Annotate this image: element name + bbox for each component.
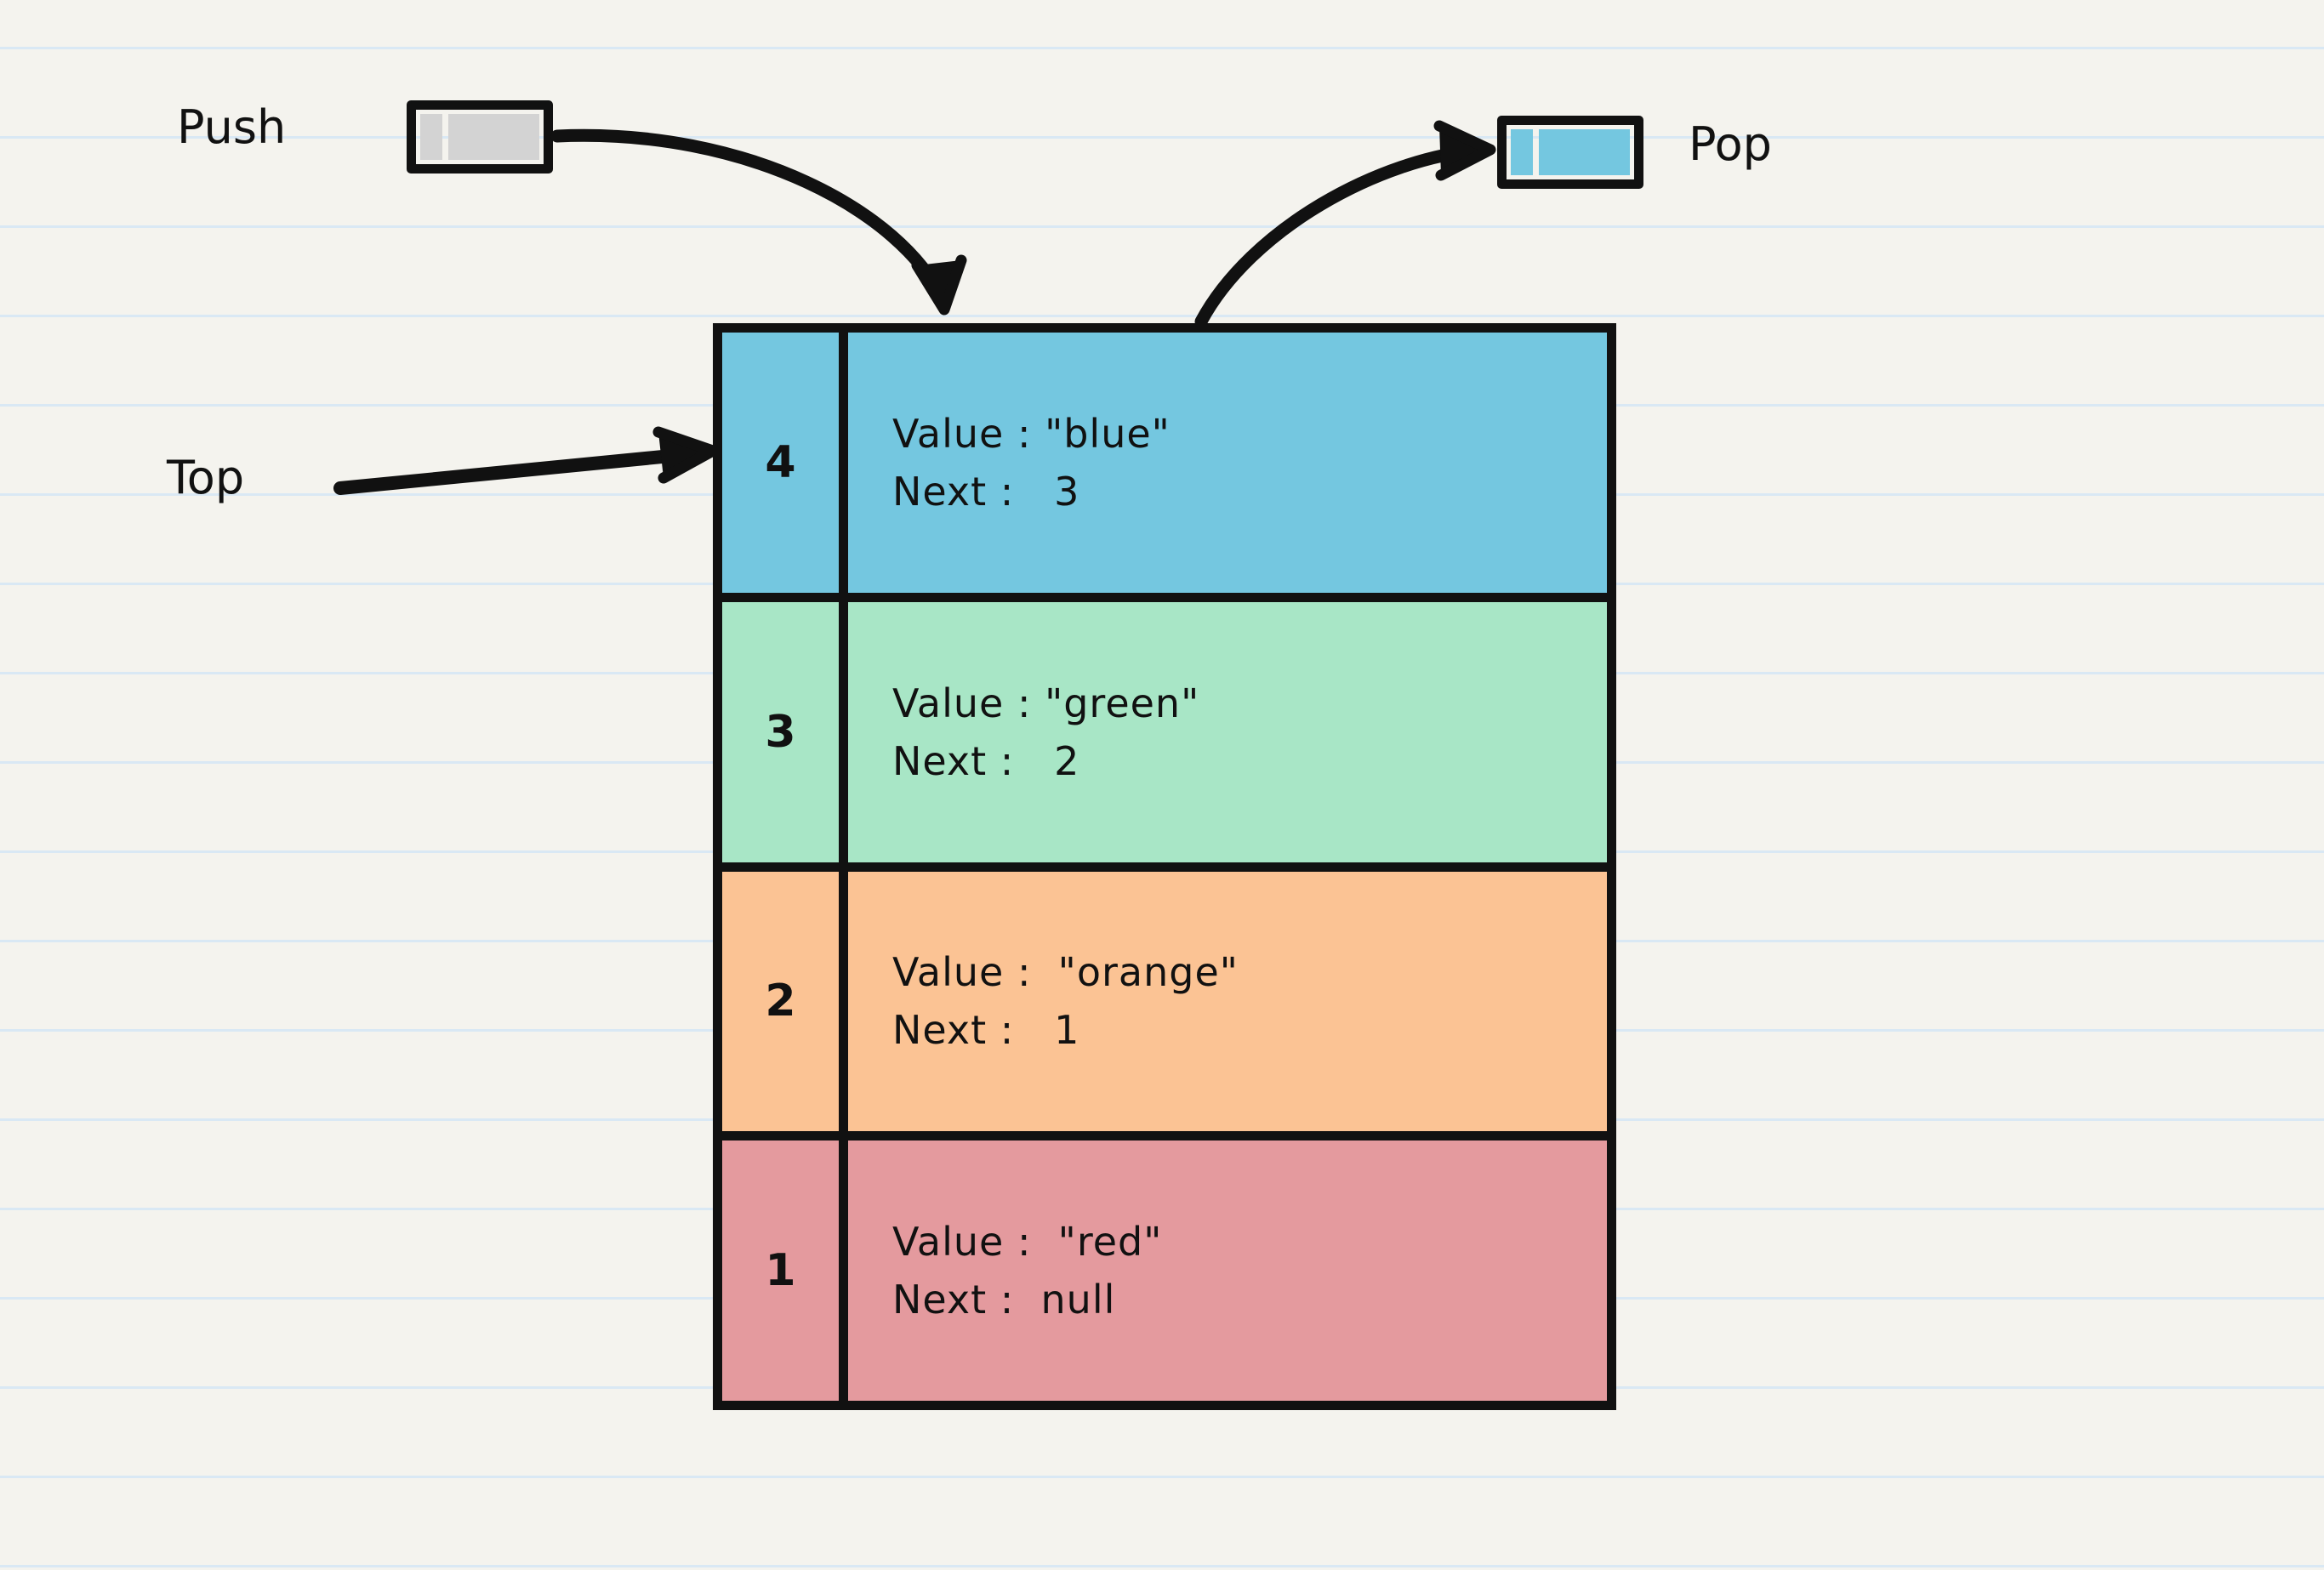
stack-row-next: Next : 3 — [892, 468, 1080, 515]
stack-row-index: 3 — [722, 601, 848, 862]
pop-label: Pop — [1689, 117, 1772, 171]
stack-row-index: 4 — [722, 333, 848, 593]
pop-arrow — [1194, 120, 1496, 328]
stack-row-value: Value : "red" — [892, 1219, 1163, 1266]
rule-line — [0, 1476, 2324, 1478]
stack-row-next: Next : 1 — [892, 1007, 1080, 1054]
stack-row-index: 2 — [722, 871, 848, 1132]
stack-row-value: Value : "green" — [892, 680, 1200, 726]
pop-node-value-segment — [1539, 129, 1630, 175]
stack-row[interactable]: 2 Value : "orange" Next : 1 — [722, 871, 1607, 1141]
stack-row-value: Value : "orange" — [892, 949, 1239, 996]
stack-row-index: 1 — [722, 1141, 848, 1401]
pop-node-box-icon — [1497, 116, 1643, 189]
stack-row-body: Value : "blue" Next : 3 — [848, 333, 1607, 593]
stack-row-body: Value : "orange" Next : 1 — [848, 871, 1607, 1132]
top-label: Top — [167, 451, 245, 504]
stack-row[interactable]: 1 Value : "red" Next : null — [722, 1141, 1607, 1401]
push-label: Push — [177, 100, 287, 154]
stack-row-value: Value : "blue" — [892, 410, 1171, 457]
rule-line — [0, 225, 2324, 228]
push-arrow — [550, 128, 967, 316]
rule-line — [0, 136, 2324, 139]
push-node-box-icon — [407, 100, 553, 173]
push-node-pointer-segment — [420, 114, 442, 160]
rule-line — [0, 315, 2324, 317]
stack-row-next: Next : 2 — [892, 737, 1080, 784]
stack-container: 4 Value : "blue" Next : 3 3 Value : "gre… — [713, 323, 1616, 1410]
top-pointer-arrow — [333, 426, 719, 495]
rule-line — [0, 47, 2324, 49]
stack-row[interactable]: 3 Value : "green" Next : 2 — [722, 601, 1607, 872]
stack-row-body: Value : "green" Next : 2 — [848, 601, 1607, 862]
stack-row-body: Value : "red" Next : null — [848, 1141, 1607, 1401]
stack-row-next: Next : null — [892, 1277, 1116, 1323]
rule-line — [0, 1565, 2324, 1567]
stack-row[interactable]: 4 Value : "blue" Next : 3 — [722, 333, 1607, 602]
push-node-value-segment — [448, 114, 539, 160]
pop-node-pointer-segment — [1511, 129, 1533, 175]
